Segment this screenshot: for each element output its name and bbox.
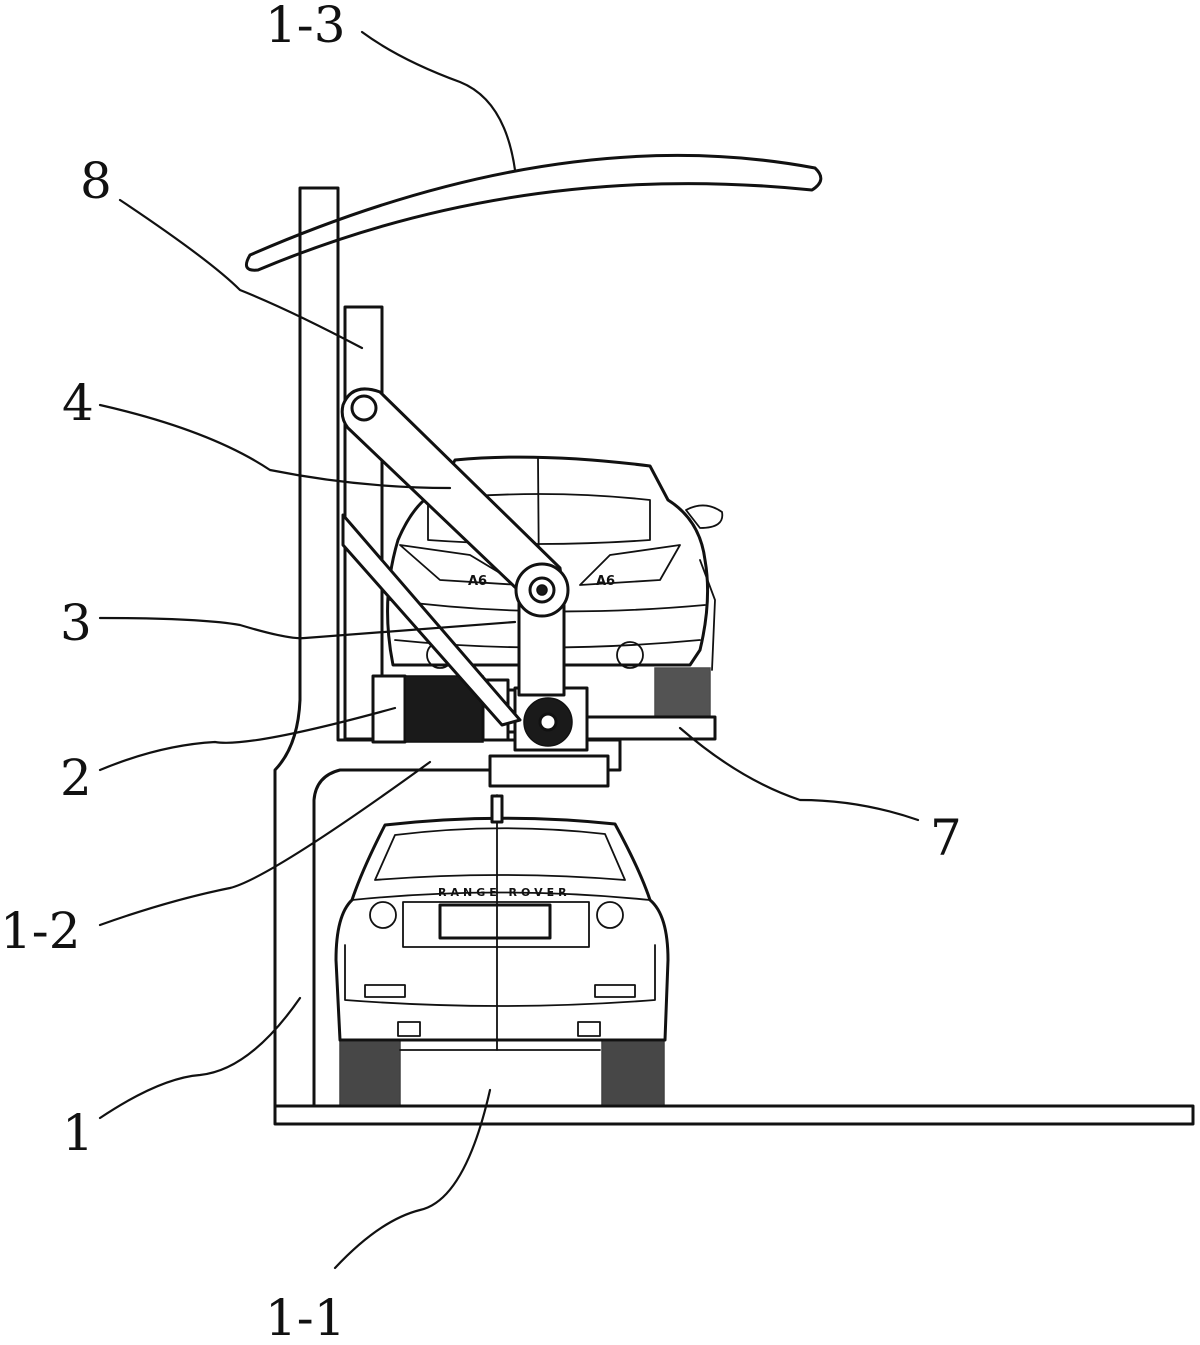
upper-left-badge: A6 xyxy=(468,574,487,589)
upper-right-badge: A6 xyxy=(596,574,615,589)
lower-car: RANGE ROVER xyxy=(334,794,670,1107)
leader-1-3 xyxy=(360,30,517,172)
label-1-3: 1-3 xyxy=(265,0,346,54)
label-1: 1 xyxy=(62,1104,94,1162)
license-plate xyxy=(438,903,552,940)
label-1-2: 1-2 xyxy=(0,902,81,960)
leader-1-1 xyxy=(333,1088,492,1270)
label-4: 4 xyxy=(62,374,94,432)
label-7: 7 xyxy=(930,809,962,867)
leader-3 xyxy=(98,616,517,640)
leader-4 xyxy=(98,403,452,490)
lower-left-tire xyxy=(339,1039,401,1107)
label-1-1: 1-1 xyxy=(265,1289,346,1345)
mast-brace xyxy=(341,513,522,727)
lower-car-brand: RANGE ROVER xyxy=(438,886,571,899)
lower-right-tire xyxy=(601,1039,665,1107)
leader-7 xyxy=(678,726,920,822)
platform xyxy=(583,715,717,741)
ground-plate xyxy=(273,1104,1195,1126)
label-8: 8 xyxy=(80,152,112,210)
upper-car-mirror xyxy=(685,504,724,529)
inner-mast xyxy=(343,305,384,741)
leader-1-2 xyxy=(98,760,432,927)
leader-2 xyxy=(98,706,397,772)
label-2: 2 xyxy=(60,749,92,807)
leader-1 xyxy=(98,996,302,1120)
label-3: 3 xyxy=(60,594,92,652)
leader-8 xyxy=(118,198,364,350)
canopy xyxy=(244,153,823,272)
carriage-block xyxy=(488,754,610,788)
arm-pivot-top xyxy=(350,394,378,422)
